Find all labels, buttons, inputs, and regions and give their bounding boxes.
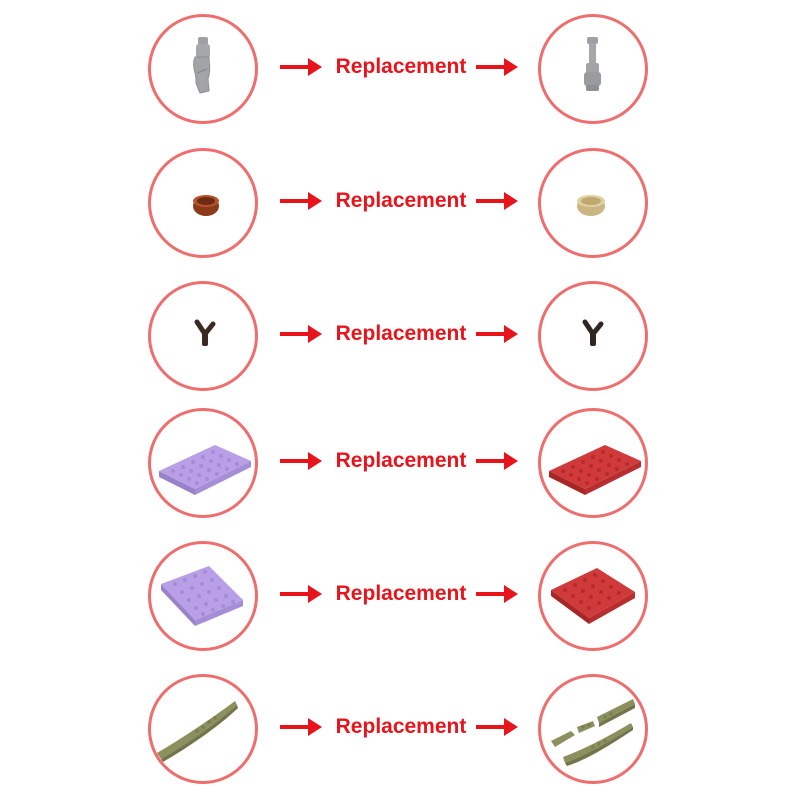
light-gray-figure-arm-part-icon [193, 37, 211, 94]
lavender-plate-6x10-icon [159, 445, 251, 495]
replacement-label: Replacement [335, 322, 467, 345]
replacement-label: Replacement [335, 715, 467, 738]
olive-green-curved-wedge-plate-icon [157, 701, 238, 762]
replacement-row-1: Replacement [0, 14, 800, 126]
original-part-circle [148, 14, 258, 124]
replacement-row-5: Replacement [0, 541, 800, 653]
right-arrow-icon [476, 192, 518, 210]
replacement-row-4: Replacement [0, 408, 800, 520]
right-arrow-icon [280, 58, 322, 76]
lavender-plate-8x8-icon [161, 566, 243, 626]
replacement-row-2: Replacement [0, 148, 800, 260]
replacement-row-3: Replacement [0, 281, 800, 393]
right-arrow-icon [280, 325, 322, 343]
replacement-label: Replacement [335, 449, 467, 472]
dark-brown-y-branch-piece-icon [194, 319, 216, 346]
tan-round-bowl-icon [577, 195, 605, 216]
replacement-part-circle [538, 14, 648, 124]
olive-green-wedge-plate-set-icon [551, 699, 635, 766]
right-arrow-icon [280, 192, 322, 210]
replacement-row-6: Replacement [0, 674, 800, 786]
right-arrow-icon [476, 718, 518, 736]
replacement-part-circle [538, 674, 648, 784]
replacement-part-circle [538, 148, 648, 258]
replacement-part-circle [538, 408, 648, 518]
red-plate-6x10-icon [549, 445, 641, 495]
replacement-label: Replacement [335, 189, 467, 212]
right-arrow-icon [476, 585, 518, 603]
dark-brown-y-branch-piece-icon [582, 319, 604, 346]
right-arrow-icon [280, 718, 322, 736]
original-part-circle [148, 408, 258, 518]
original-part-circle [148, 541, 258, 651]
replacement-label: Replacement [335, 582, 467, 605]
red-plate-8x8-icon [551, 568, 635, 624]
light-gray-figure-arm-part-icon [584, 37, 601, 91]
original-part-circle [148, 148, 258, 258]
original-part-circle [148, 281, 258, 391]
reddish-brown-round-bowl-icon [193, 195, 219, 216]
replacement-part-circle [538, 281, 648, 391]
right-arrow-icon [476, 325, 518, 343]
original-part-circle [148, 674, 258, 784]
right-arrow-icon [476, 452, 518, 470]
replacement-label: Replacement [335, 55, 467, 78]
right-arrow-icon [280, 452, 322, 470]
right-arrow-icon [476, 58, 518, 76]
right-arrow-icon [280, 585, 322, 603]
replacement-part-circle [538, 541, 648, 651]
